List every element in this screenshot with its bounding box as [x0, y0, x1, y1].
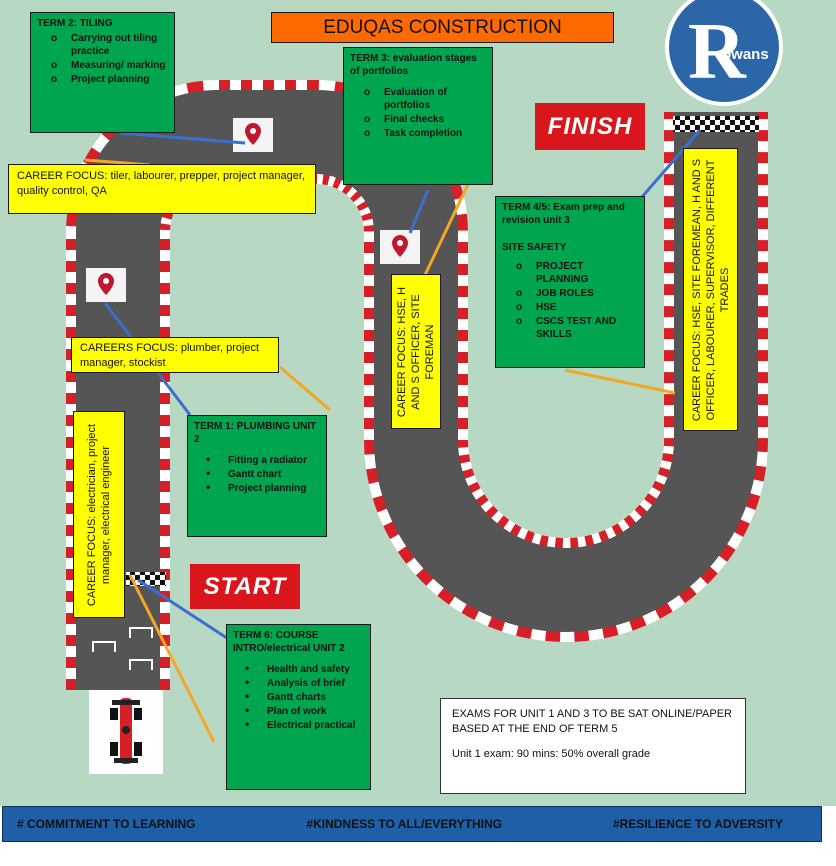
list-item: HSE	[502, 301, 638, 314]
list-item: Measuring/ marking	[37, 59, 168, 72]
list-item: Project planning	[37, 73, 168, 86]
term2-box: TERM 2: TILING Carrying out tiling pract…	[30, 12, 175, 133]
term45-subtitle: SITE SAFETY	[502, 242, 567, 253]
term3-title: TERM 3: evaluation stages of portfolios	[350, 53, 477, 77]
start-grid-marks	[92, 627, 153, 670]
finish-sign: FINISH	[535, 103, 645, 150]
list-item: Gantt charts	[233, 690, 364, 704]
list-item: Carrying out tiling practice	[37, 32, 168, 58]
career-focus-tiling: CAREER FOCUS: tiler, labourer, prepper, …	[8, 164, 316, 214]
exams-info-box: EXAMS FOR UNIT 1 AND 3 TO BE SAT ONLINE/…	[440, 698, 746, 794]
term2-title: TERM 2: TILING	[37, 18, 113, 29]
track-asphalt	[76, 90, 758, 690]
values-footer: # COMMITMENT TO LEARNING #KINDNESS TO AL…	[2, 806, 822, 842]
term1-box: TERM 1: PLUMBING UNIT 2 Fitting a radiat…	[187, 415, 327, 537]
footer-value: #KINDNESS TO ALL/EVERYTHING	[306, 817, 502, 831]
list-item: CSCS TEST AND SKILLS	[502, 315, 638, 341]
term45-title: TERM 4/5: Exam prep and revision unit 3	[502, 202, 625, 226]
career-focus-hse-mid: CAREER FOCUS: HSE, H AND S OFFICER, SITE…	[391, 274, 441, 429]
careers-focus-plumbing: CAREERS FOCUS: plumber, project manager,…	[71, 337, 279, 373]
list-item: Plan of work	[233, 704, 364, 718]
list-item: Analysis of brief	[233, 676, 364, 690]
list-item: Electrical practical	[233, 718, 364, 732]
footer-value: # COMMITMENT TO LEARNING	[17, 817, 196, 831]
list-item: Fitting a radiator	[194, 453, 320, 467]
term6-title: TERM 6: COURSE INTRO/electrical UNIT 2	[233, 630, 345, 654]
location-pin-icon	[233, 118, 273, 152]
term6-box: TERM 6: COURSE INTRO/electrical UNIT 2 H…	[226, 624, 371, 790]
start-line-checker	[126, 572, 166, 586]
race-car-icon	[89, 690, 163, 774]
track	[66, 80, 768, 690]
unit1-exam-note: Unit 1 exam: 90 mins: 50% overall grade	[452, 748, 651, 760]
term1-title: TERM 1: PLUMBING UNIT 2	[194, 421, 317, 445]
list-item: Health and safety	[233, 662, 364, 676]
term45-box: TERM 4/5: Exam prep and revision unit 3 …	[495, 196, 645, 368]
list-item: JOB ROLES	[502, 287, 638, 300]
list-item: Project planning	[194, 481, 320, 495]
logo-text: owans	[722, 46, 769, 63]
list-item: Task completion	[350, 127, 486, 140]
rowans-logo-icon: R owans	[665, 0, 783, 106]
start-sign: START	[190, 564, 300, 609]
list-item: PROJECT PLANNING	[502, 260, 638, 286]
list-item: Gantt chart	[194, 467, 320, 481]
finish-line-checker	[673, 116, 759, 132]
footer-value: #RESILIENCE TO ADVERSITY	[612, 817, 783, 831]
exams-note: EXAMS FOR UNIT 1 AND 3 TO BE SAT ONLINE/…	[452, 708, 732, 735]
location-pin-icon	[380, 230, 420, 264]
page-title: EDUQAS CONSTRUCTION	[271, 12, 614, 43]
list-item: Final checks	[350, 113, 486, 126]
career-focus-hse-right: CAREER FOCUS: HSE, SITE FOREMEAN, H AND …	[683, 148, 738, 431]
career-focus-electrical: CAREER FOCUS: electrician, project manag…	[73, 411, 125, 618]
location-pin-icon	[86, 268, 126, 302]
svg-text:R: R	[688, 8, 747, 96]
list-item: Evaluation of portfolios	[350, 86, 486, 112]
term3-box: TERM 3: evaluation stages of portfolios …	[343, 47, 493, 185]
